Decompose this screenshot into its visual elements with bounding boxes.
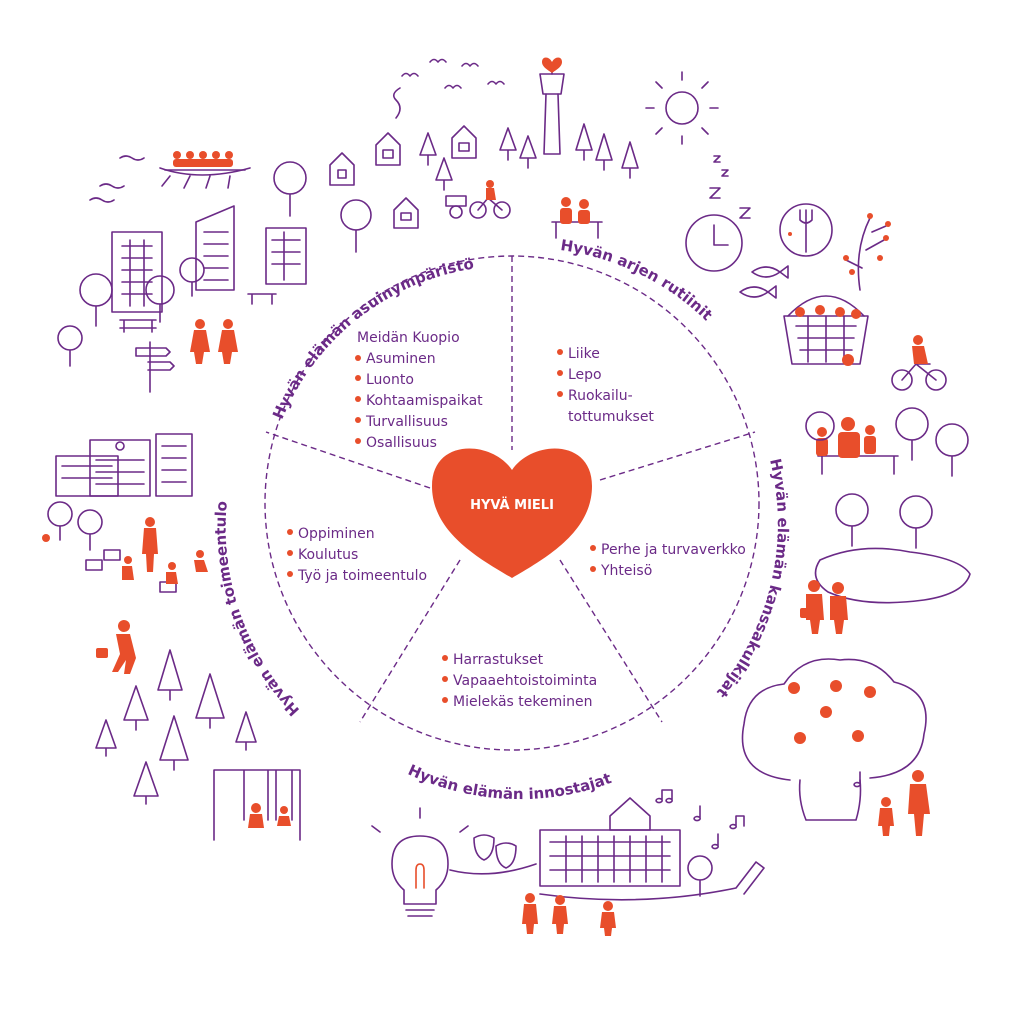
walking-people-icon [800, 580, 848, 634]
bullet [355, 375, 361, 381]
bullet [355, 438, 361, 444]
bullet [287, 571, 293, 577]
bullet [557, 370, 563, 376]
divider-left [265, 431, 431, 489]
list-item: Vapaaehtoistoiminta [453, 673, 597, 689]
bullet [442, 655, 448, 661]
title-kanssakulkijat: Hyvän elämän kanssakulkijat [713, 457, 792, 701]
list-item: Harrastukset [453, 652, 544, 668]
list-item: Asuminen [366, 351, 436, 367]
list-item: Työ ja toimeentulo [297, 568, 427, 584]
cyclist-icon [891, 335, 947, 391]
clock-icon [685, 214, 743, 272]
bullet [355, 417, 361, 423]
center-heart: HYVÄ MIELI [432, 448, 592, 578]
bullet [557, 391, 563, 397]
list-item: Mielekäs tekeminen [453, 694, 592, 710]
school-building-icon [55, 433, 193, 497]
apple-tree-icon [741, 658, 927, 821]
culture-building-icon [539, 797, 713, 897]
divider-bottomleft [359, 559, 461, 723]
list-item: tottumukset [568, 409, 654, 425]
berry-branch-icon [843, 213, 891, 291]
walking-people-icon [96, 620, 136, 674]
list-item: Osallisuus [366, 435, 437, 451]
playground-people-icon [42, 501, 208, 593]
divider-right [599, 431, 756, 481]
sun-icon [645, 71, 719, 145]
sleep-zzz-icon [709, 155, 751, 219]
tower-heart-icon [539, 57, 565, 155]
walking-people-icon [878, 770, 930, 836]
apartment-blocks-icon [111, 205, 307, 313]
lightbulb-icon [371, 807, 469, 917]
list-item: Ruokailu- [568, 388, 633, 404]
basket-icon [783, 295, 869, 366]
swing-icon [213, 769, 301, 841]
family-bench-icon [551, 197, 603, 239]
bullet [355, 355, 361, 361]
list-kanssakulkijat: Perhe ja turvaverkko Yhteisö [590, 542, 746, 579]
list-innostajat: Harrastukset Vapaaehtoistoiminta Mielekä… [442, 652, 597, 710]
family-bench-icon [805, 407, 969, 477]
bullet [355, 396, 361, 402]
heart-shape [432, 448, 592, 578]
list-item: Oppiminen [298, 526, 375, 542]
bullet [557, 349, 563, 355]
rowing-boat-icon [89, 151, 251, 203]
title-rutiinit: Hyvän arjen rutiinit [559, 236, 716, 324]
list-item: Yhteisö [600, 563, 652, 579]
theatre-masks-icon [449, 834, 537, 875]
bullet [287, 529, 293, 535]
birds-icon [401, 58, 505, 89]
pencil-icon [539, 861, 765, 901]
divider-bottomright [559, 559, 663, 723]
list-rutiinit: Liike Lepo Ruokailu- tottumukset [557, 346, 654, 425]
list-item: Luonto [366, 372, 414, 388]
list-item: Liike [568, 346, 600, 362]
list-item: Lepo [568, 367, 602, 383]
pond-icon [814, 493, 971, 604]
list-item: Turvallisuus [365, 414, 448, 430]
bullet [442, 676, 448, 682]
wheel [264, 255, 760, 751]
center-label: HYVÄ MIELI [470, 497, 554, 513]
list-item: Perhe ja turvaverkko [601, 542, 746, 558]
signpost-icon [135, 341, 175, 393]
cyclist-icon [445, 180, 511, 219]
fish-icon [739, 265, 789, 299]
tree-icon [57, 257, 205, 367]
list-asuinymparisto: Meidän Kuopio Asuminen Luonto Kohtaamisp… [355, 330, 483, 451]
title-innostajat: Hyvän elämän innostajat [405, 761, 613, 803]
bullet [590, 566, 596, 572]
tree-icon [273, 123, 639, 253]
walking-people-icon [190, 319, 238, 364]
houses-icon [329, 87, 477, 229]
plate-fork-icon [779, 203, 833, 257]
music-notes-icon [655, 771, 861, 850]
list-item: Koulutus [298, 547, 358, 563]
bullet [590, 545, 596, 551]
forest-icon [95, 649, 257, 805]
walking-people-icon [522, 893, 616, 936]
bullet [442, 697, 448, 703]
list-item: Kohtaamispaikat [366, 393, 483, 409]
list-toimeentulo: Oppiminen Koulutus Työ ja toimeentulo [287, 526, 427, 584]
list-heading: Meidän Kuopio [357, 330, 460, 346]
bullet [287, 550, 293, 556]
bench-icon [119, 293, 277, 333]
